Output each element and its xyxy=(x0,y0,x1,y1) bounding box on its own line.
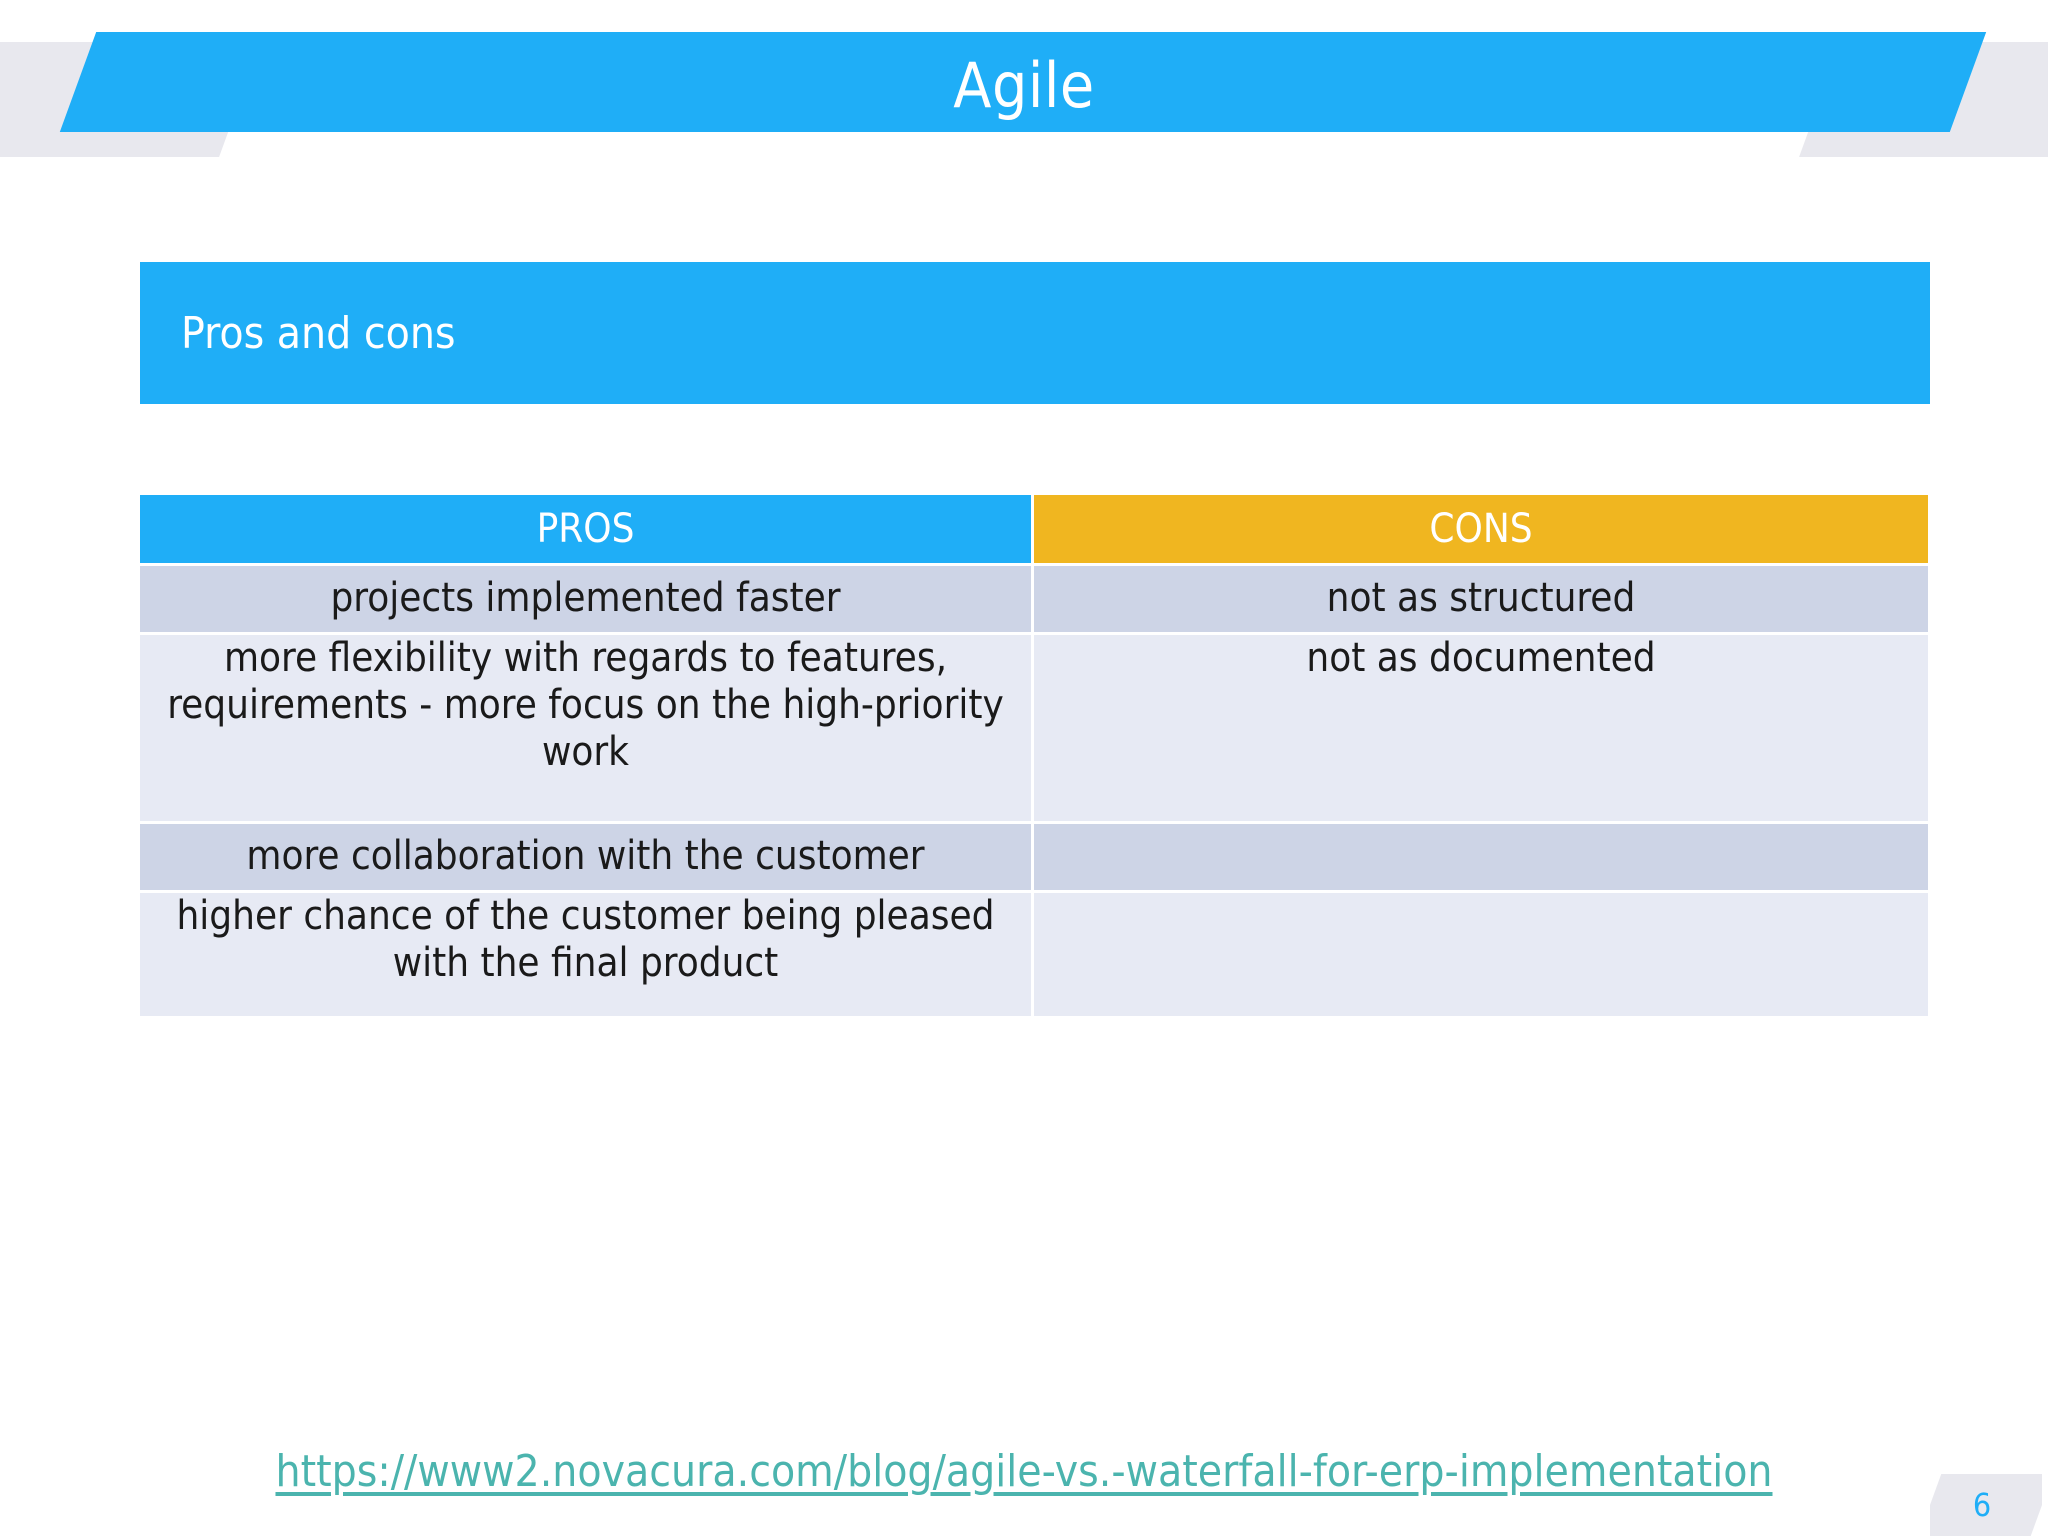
cell-pros: more flexibility with regards to feature… xyxy=(140,635,1034,824)
cell-pros: higher chance of the customer being plea… xyxy=(140,893,1034,1019)
source-url-link[interactable]: https://www2.novacura.com/blog/agile-vs.… xyxy=(275,1446,1773,1497)
cell-cons xyxy=(1034,824,1928,893)
column-header-cons: CONS xyxy=(1034,495,1928,566)
cell-cons xyxy=(1034,893,1928,1019)
slide-title: Agile xyxy=(953,48,1095,122)
table-row: more collaboration with the customer xyxy=(140,824,1928,893)
column-header-pros: PROS xyxy=(140,495,1034,566)
section-heading-bar: Pros and cons xyxy=(140,262,1930,404)
cell-cons: not as structured xyxy=(1034,566,1928,635)
cell-pros: more collaboration with the customer xyxy=(140,824,1034,893)
cell-pros: projects implemented faster xyxy=(140,566,1034,635)
page-number-label: 6 xyxy=(1972,1486,1992,1524)
pros-cons-table: PROS CONS projects implemented faster no… xyxy=(140,495,1928,1019)
page-number-chip: 6 xyxy=(1930,1474,2042,1536)
table-row: more flexibility with regards to feature… xyxy=(140,635,1928,824)
table-header-row: PROS CONS xyxy=(140,495,1928,566)
section-heading-label: Pros and cons xyxy=(181,307,456,359)
source-link-container: https://www2.novacura.com/blog/agile-vs.… xyxy=(0,1446,2048,1497)
cell-cons: not as documented xyxy=(1034,635,1928,824)
table-row: higher chance of the customer being plea… xyxy=(140,893,1928,1019)
table-row: projects implemented faster not as struc… xyxy=(140,566,1928,635)
